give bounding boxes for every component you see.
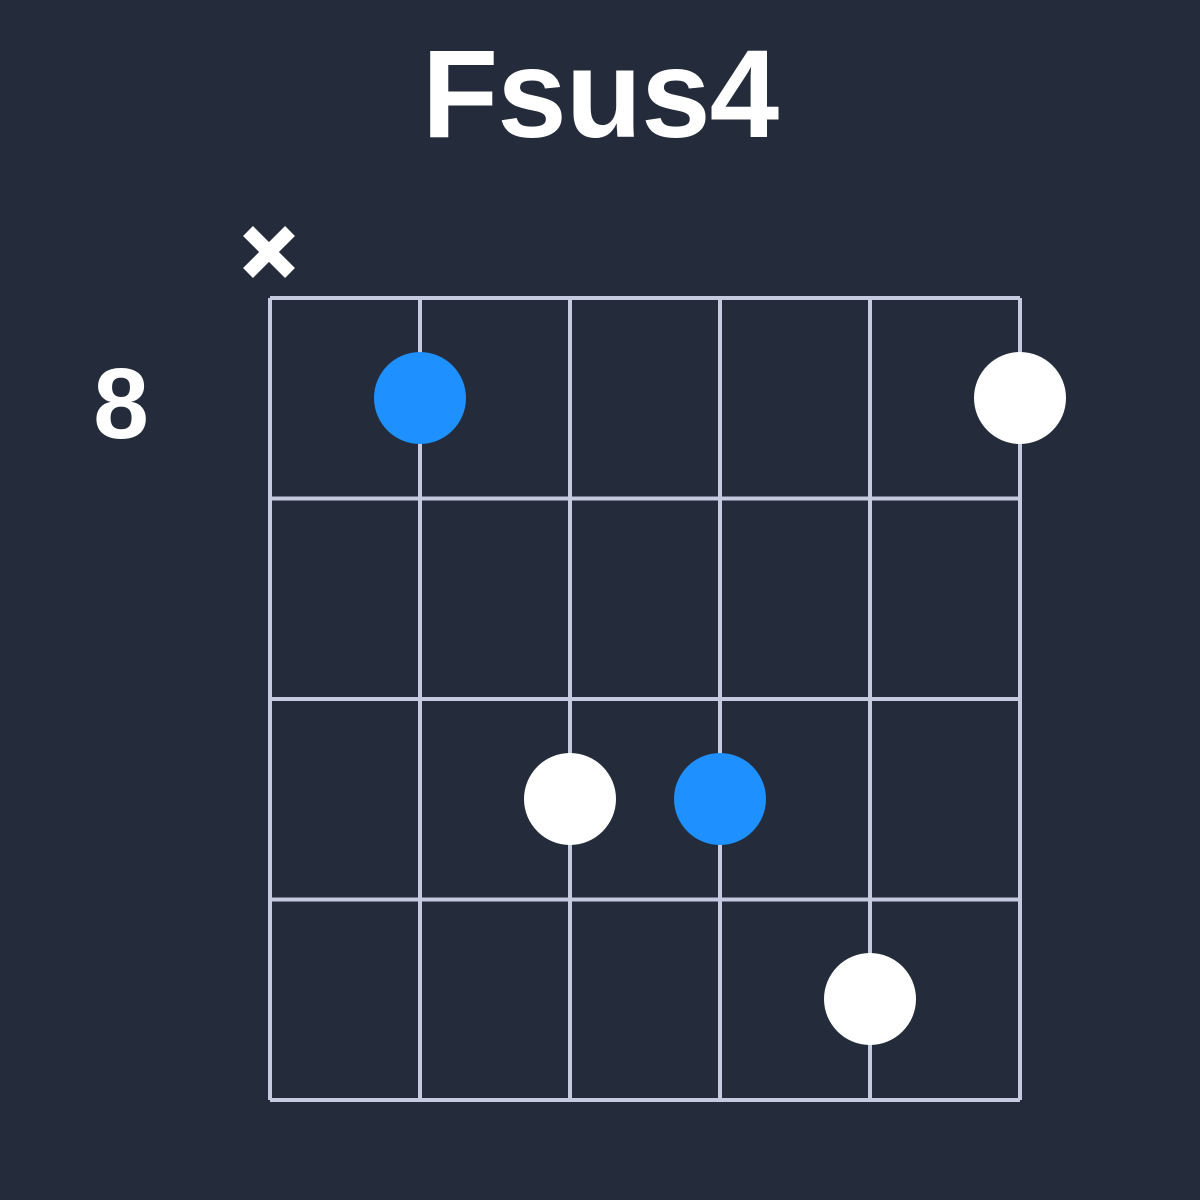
mute-x-icon-string-1 (243, 226, 295, 278)
finger-dot-string-4-fret-3 (674, 753, 766, 845)
finger-dot-string-2-fret-1 (374, 352, 466, 444)
finger-dot-string-3-fret-3 (524, 753, 616, 845)
string-markers-group (243, 226, 295, 278)
finger-dot-string-5-fret-4 (824, 953, 916, 1045)
finger-dot-string-6-fret-1 (974, 352, 1066, 444)
finger-dots-group (374, 352, 1066, 1045)
chord-name-title: Fsus4 (421, 25, 779, 164)
starting-fret-label: 8 (93, 348, 149, 460)
fret-lines-group (270, 296, 1020, 1102)
